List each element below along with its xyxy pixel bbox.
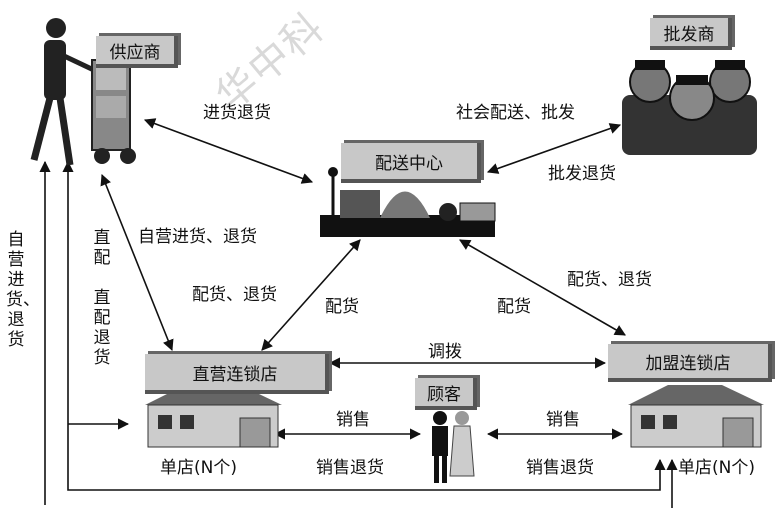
edge-label-direct-2: 直配退货	[93, 288, 111, 368]
edge-label-direct-1: 直配	[93, 228, 111, 268]
franchise-store-house	[628, 385, 764, 448]
supplier-node: 供应商	[96, 36, 178, 68]
customer-illustration	[432, 411, 475, 483]
edge-label-transfer: 调拨	[428, 342, 462, 362]
edge-label-dc-direct-right: 配货	[325, 297, 359, 317]
edge-label-sales-return-left: 销售退货	[316, 458, 384, 478]
direct-store-node: 直营连锁店	[145, 354, 329, 394]
edge-label-sales-return-right: 销售退货	[526, 458, 594, 478]
arrow-direct-supplier	[100, 173, 174, 352]
edge-label-dc-wholesaler-top: 社会配送、批发	[456, 103, 575, 123]
customer-node: 顾客	[415, 378, 477, 410]
franchise-store-count: 单店(N个)	[678, 458, 755, 478]
wholesaler-illustration	[622, 60, 757, 155]
edge-label-supplier-dc: 进货退货	[203, 103, 271, 123]
direct-store-house	[145, 385, 282, 448]
arrow-supplier-dc	[143, 118, 314, 184]
franchise-store-node: 加盟连锁店	[608, 344, 772, 382]
distribution-center-illustration	[320, 167, 496, 237]
direct-store-count: 单店(N个)	[160, 458, 237, 478]
wholesaler-node: 批发商	[650, 18, 732, 50]
edge-label-dc-franchise-right: 配货、退货	[567, 270, 652, 290]
edge-label-dc-wholesaler-bottom: 批发退货	[548, 164, 616, 184]
edge-label-sales-right: 销售	[546, 410, 580, 430]
arrow-inner-loop	[62, 160, 666, 491]
distribution-center-node: 配送中心	[341, 143, 481, 183]
edge-label-left-vertical: 自营进货、退货	[6, 230, 40, 350]
edge-label-direct-supplier: 自营进货、退货	[138, 227, 257, 247]
supplier-illustration	[30, 18, 136, 166]
edge-label-dc-franchise-left: 配货	[497, 297, 531, 317]
edge-label-dc-direct-left: 配货、退货	[192, 285, 277, 305]
edge-label-sales-left: 销售	[336, 410, 370, 430]
